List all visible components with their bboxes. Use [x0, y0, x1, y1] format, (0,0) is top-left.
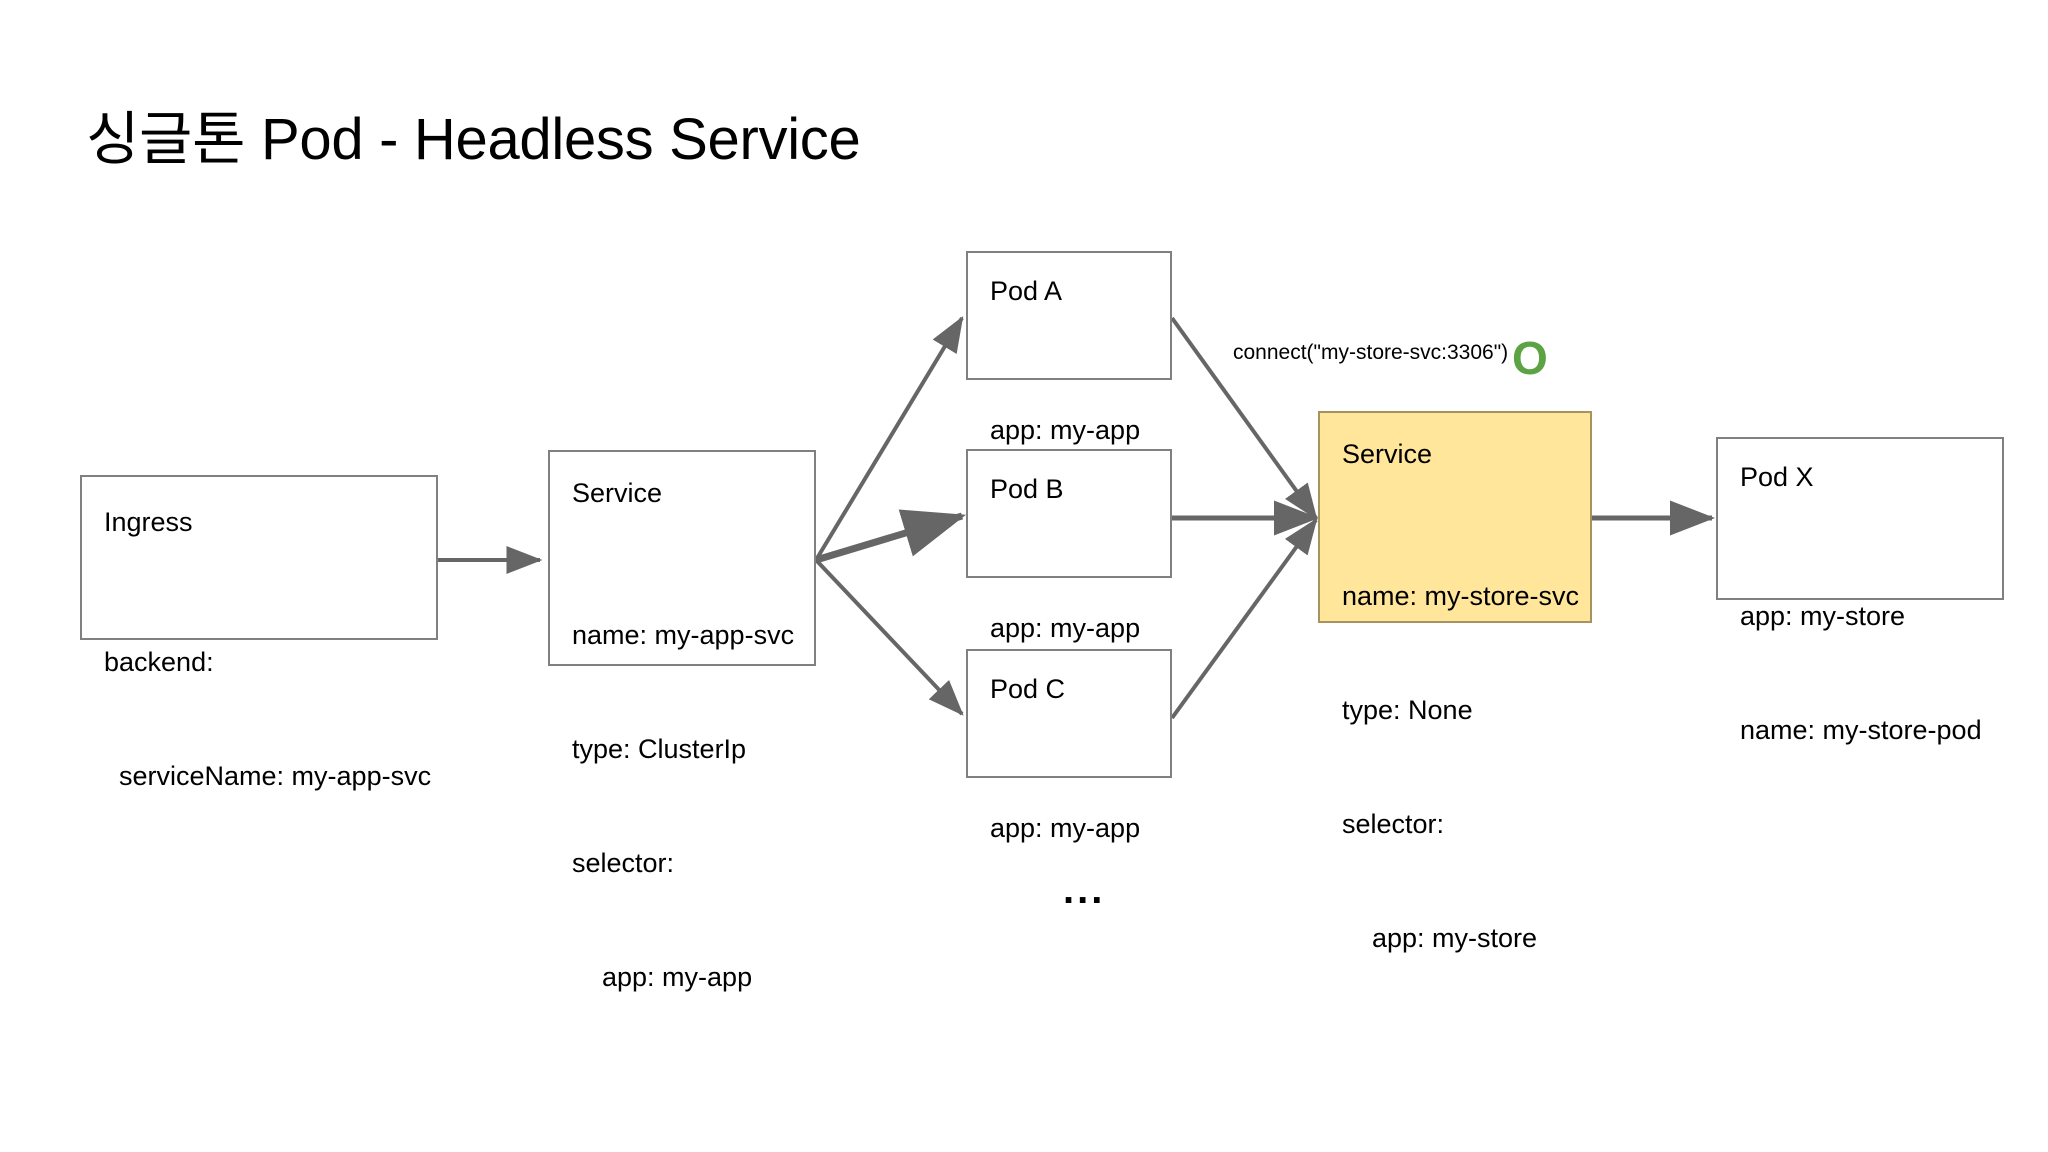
node-pod-b-body: app: my-app	[990, 533, 1140, 723]
node-pod-a-body: app: my-app	[990, 335, 1140, 525]
node-service-my-app-svc-body: name: my-app-svc type: ClusterIp selecto…	[572, 540, 794, 1072]
node-ingress-body: backend: serviceName: my-app-svc	[104, 567, 431, 871]
node-service-my-store-svc-line-2: selector:	[1342, 809, 1445, 839]
node-pod-x-line-0: app: my-store	[1740, 601, 1906, 631]
node-pod-c-body: app: my-app	[990, 733, 1140, 923]
edge-service-to-pod-b	[814, 509, 967, 564]
node-service-my-store-svc-title: Service	[1342, 439, 1433, 469]
node-pod-b-title: Pod B	[990, 474, 1064, 504]
node-pod-c-title: Pod C	[990, 674, 1066, 704]
node-service-my-store-svc[interactable]: Service name: my-store-svc type: None se…	[1318, 411, 1592, 953]
node-pod-x-line-1: name: my-store-pod	[1740, 715, 1982, 745]
node-service-my-store-svc-line-1: type: None	[1342, 695, 1473, 725]
node-ingress-title: Ingress	[104, 507, 193, 537]
node-pod-x-body: app: my-store name: my-store-pod	[1740, 521, 1982, 825]
node-service-my-app-svc-line-0: name: my-app-svc	[572, 620, 795, 650]
node-service-my-app-svc[interactable]: Service name: my-app-svc type: ClusterIp…	[548, 450, 816, 992]
more-pods-ellipsis: ...	[1063, 868, 1106, 912]
node-service-my-store-svc-body: name: my-store-svc type: None selector: …	[1342, 501, 1579, 1033]
edge-service-to-pod-a	[814, 315, 964, 562]
node-service-my-store-svc-line-0: name: my-store-svc	[1342, 581, 1580, 611]
node-pod-c[interactable]: Pod C app: my-app	[966, 649, 1172, 843]
node-pod-b[interactable]: Pod B app: my-app	[966, 449, 1172, 643]
node-ingress-line-1: serviceName: my-app-svc	[104, 761, 432, 791]
node-service-my-app-svc-title: Service	[572, 478, 663, 508]
node-pod-a-title: Pod A	[990, 276, 1063, 306]
node-service-my-store-svc-line-3: app: my-store	[1342, 923, 1538, 953]
node-pod-c-line-0: app: my-app	[990, 813, 1141, 843]
node-pod-x-title: Pod X	[1740, 462, 1814, 492]
node-pod-a[interactable]: Pod A app: my-app	[966, 251, 1172, 445]
node-ingress-line-0: backend:	[104, 647, 214, 677]
edge-pod-c-to-store-service	[1170, 518, 1318, 720]
page-title: 싱글톤 Pod - Headless Service	[86, 107, 861, 172]
ok-circle-icon: O	[1512, 332, 1548, 384]
node-pod-x[interactable]: Pod X app: my-store name: my-store-pod	[1716, 437, 2004, 745]
node-pod-b-line-0: app: my-app	[990, 613, 1141, 643]
node-service-my-app-svc-line-2: selector:	[572, 848, 675, 878]
node-service-my-app-svc-line-3: app: my-app	[572, 962, 753, 992]
edge-service-to-pod-c	[814, 558, 964, 716]
node-pod-a-line-0: app: my-app	[990, 415, 1141, 445]
node-ingress[interactable]: Ingress backend: serviceName: my-app-svc	[80, 475, 438, 791]
node-service-my-app-svc-line-1: type: ClusterIp	[572, 734, 747, 764]
connect-call-label: connect("my-store-svc:3306")	[1233, 341, 1509, 364]
